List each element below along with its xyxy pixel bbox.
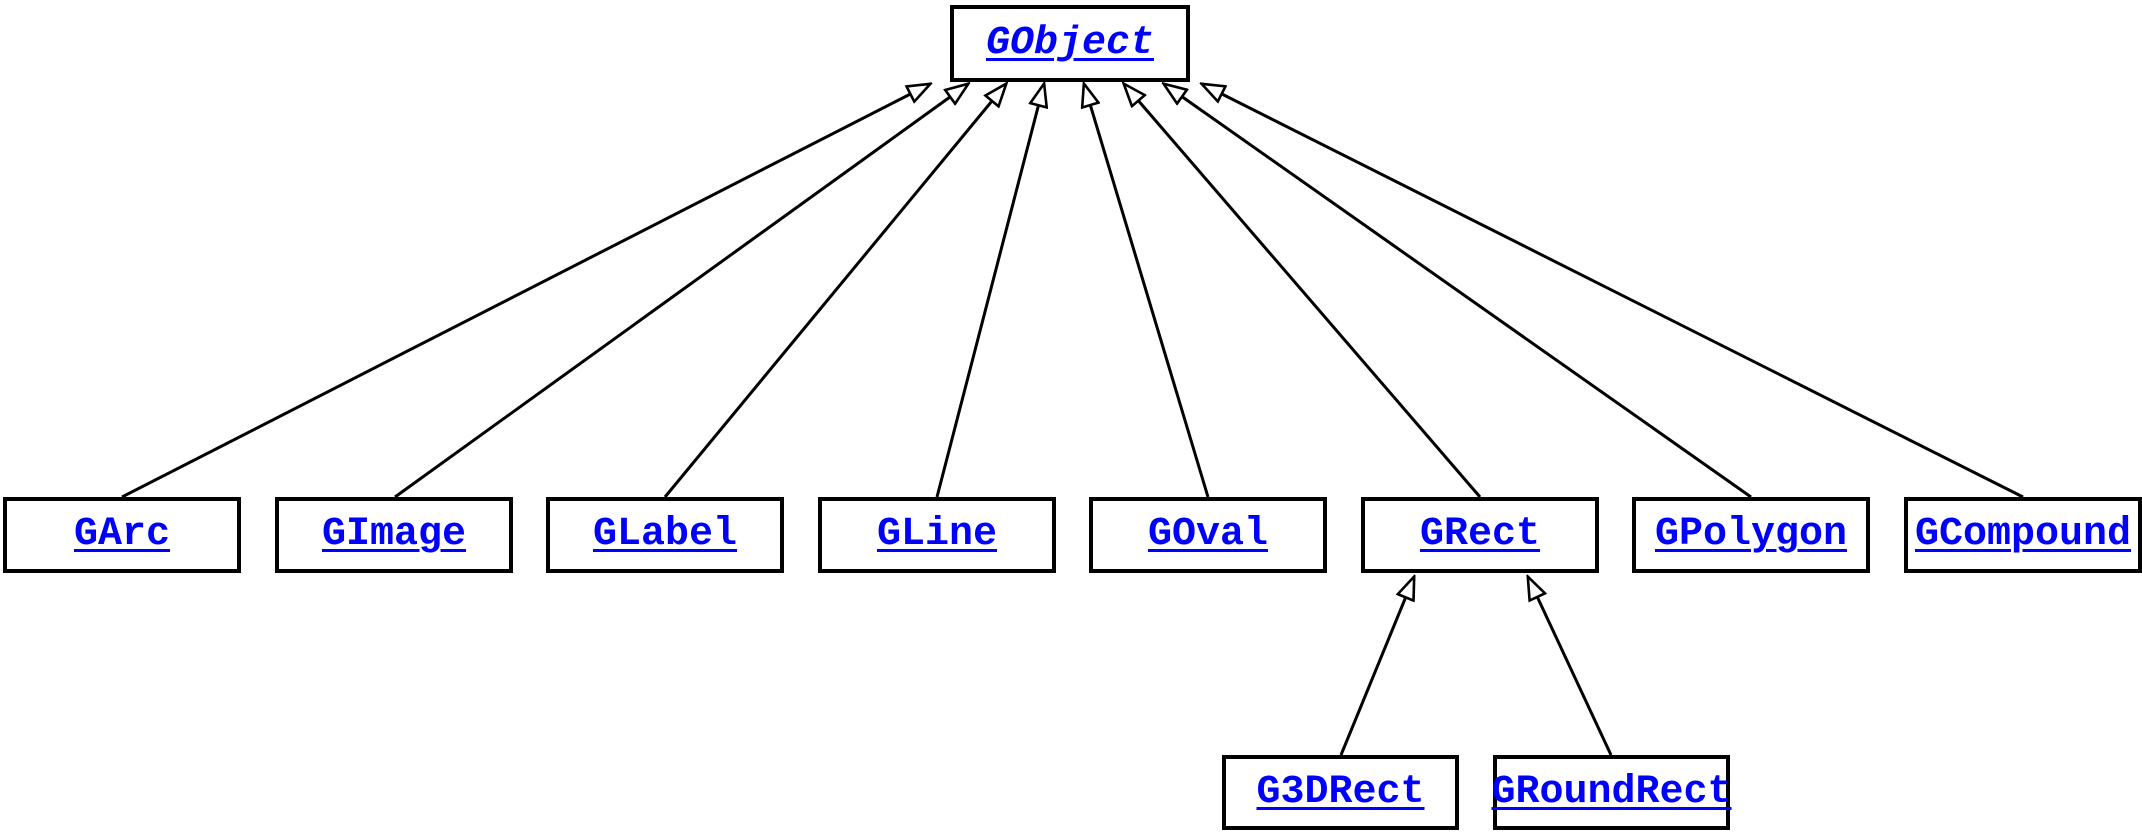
class-link-gline[interactable]: GLine — [876, 512, 998, 557]
class-link-gobject[interactable]: GObject — [985, 20, 1155, 66]
class-link-gpolygon[interactable]: GPolygon — [1654, 512, 1848, 557]
class-node-glabel: GLabel — [546, 497, 784, 573]
edge-gpolygon-gobject — [1164, 84, 1752, 499]
edge-glabel-gobject — [663, 84, 1006, 498]
edge-gimage-gobject — [394, 84, 968, 499]
class-node-g3drect: G3DRect — [1222, 755, 1459, 830]
class-node-grect: GRect — [1361, 497, 1599, 573]
class-node-gline: GLine — [818, 497, 1056, 573]
edge-goval-gobject — [1084, 84, 1210, 498]
class-node-gcompound: GCompound — [1904, 497, 2142, 573]
edge-grect-gobject — [1124, 84, 1482, 498]
class-link-gimage[interactable]: GImage — [321, 512, 467, 557]
class-link-glabel[interactable]: GLabel — [592, 512, 738, 557]
class-node-groundrect: GRoundRect — [1491, 755, 1732, 830]
class-link-grect[interactable]: GRect — [1419, 512, 1541, 557]
edge-gline-gobject — [935, 84, 1044, 498]
class-link-g3drect[interactable]: G3DRect — [1256, 769, 1425, 815]
edge-groundrect-grect — [1528, 577, 1613, 756]
class-node-garc: GArc — [3, 497, 241, 573]
edge-g3drect-grect — [1339, 577, 1414, 756]
class-node-gobject: GObject — [950, 5, 1190, 82]
class-link-goval[interactable]: GOval — [1147, 512, 1269, 557]
edge-garc-gobject — [121, 84, 930, 499]
edge-gcompound-gobject — [1202, 84, 2024, 499]
class-link-groundrect[interactable]: GRoundRect — [1491, 769, 1732, 815]
class-link-garc[interactable]: GArc — [73, 512, 170, 557]
class-node-goval: GOval — [1089, 497, 1327, 573]
class-link-gcompound[interactable]: GCompound — [1914, 512, 2132, 557]
class-node-gpolygon: GPolygon — [1632, 497, 1870, 573]
class-node-gimage: GImage — [275, 497, 513, 573]
